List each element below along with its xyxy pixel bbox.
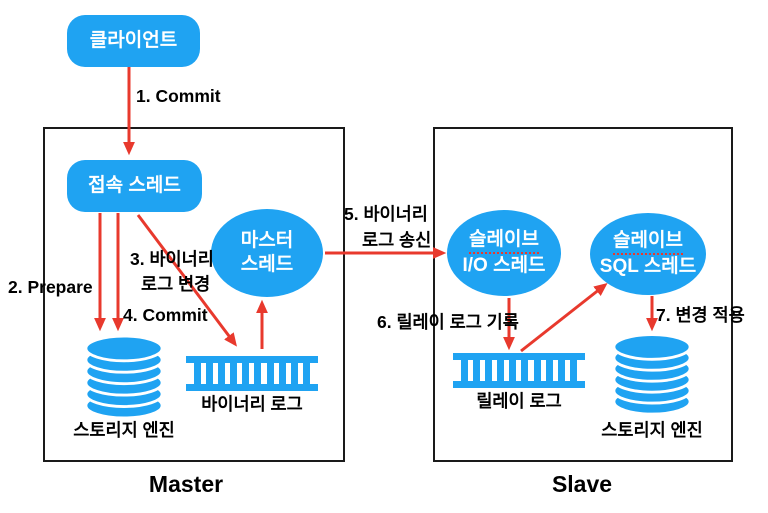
master-storage-database-icon <box>84 334 164 420</box>
slave-io-thread-label-line2: I/O 스레드 <box>462 255 546 276</box>
slave-sql-thread-label-line2: SQL 스레드 <box>599 256 697 277</box>
master-thread-node: 마스터 스레드 <box>211 209 323 297</box>
slave-io-thread-node: 슬레이브 I/O 스레드 <box>447 210 561 296</box>
client-label: 클라이언트 <box>89 30 178 51</box>
step5-binlog-send-label-line2: 로그 송신 <box>362 230 432 250</box>
client-node: 클라이언트 <box>67 15 200 67</box>
relay-log-label: 릴레이 로그 <box>476 391 562 411</box>
step7-apply-change-label: 7. 변경 적용 <box>656 305 745 325</box>
step1-commit-label: 1. Commit <box>136 86 221 106</box>
step3-binlog-change-label-line2: 로그 변경 <box>141 274 211 294</box>
step6-relay-write-label: 6. 릴레이 로그 기록 <box>377 312 519 332</box>
master-thread-label-line2: 스레드 <box>240 254 294 275</box>
slave-sql-thread-label-line1: 슬레이브 <box>613 229 683 255</box>
slave-section-label: Slave <box>551 471 613 497</box>
slave-box <box>433 127 733 462</box>
step4-commit-label: 4. Commit <box>123 305 208 325</box>
slave-storage-database-icon <box>612 334 692 416</box>
slave-storage-engine-label: 스토리지 엔진 <box>601 420 703 440</box>
master-box <box>43 127 345 462</box>
connection-thread-node: 접속 스레드 <box>67 160 202 212</box>
master-thread-label-line1: 마스터 <box>240 230 294 251</box>
slave-sql-thread-node: 슬레이브 SQL 스레드 <box>590 213 706 295</box>
relay-log-icon <box>453 353 585 388</box>
connection-thread-label: 접속 스레드 <box>88 175 181 196</box>
step5-binlog-send-label-line1: 5. 바이너리 <box>344 204 428 224</box>
binary-log-icon <box>186 356 318 391</box>
master-section-label: Master <box>148 471 224 497</box>
step3-binlog-change-label-line1: 3. 바이너리 <box>130 249 214 269</box>
step2-prepare-label: 2. Prepare <box>8 277 93 297</box>
master-storage-engine-label: 스토리지 엔진 <box>73 420 175 440</box>
binary-log-label: 바이너리 로그 <box>201 394 303 414</box>
slave-io-thread-label-line1: 슬레이브 <box>469 228 539 254</box>
